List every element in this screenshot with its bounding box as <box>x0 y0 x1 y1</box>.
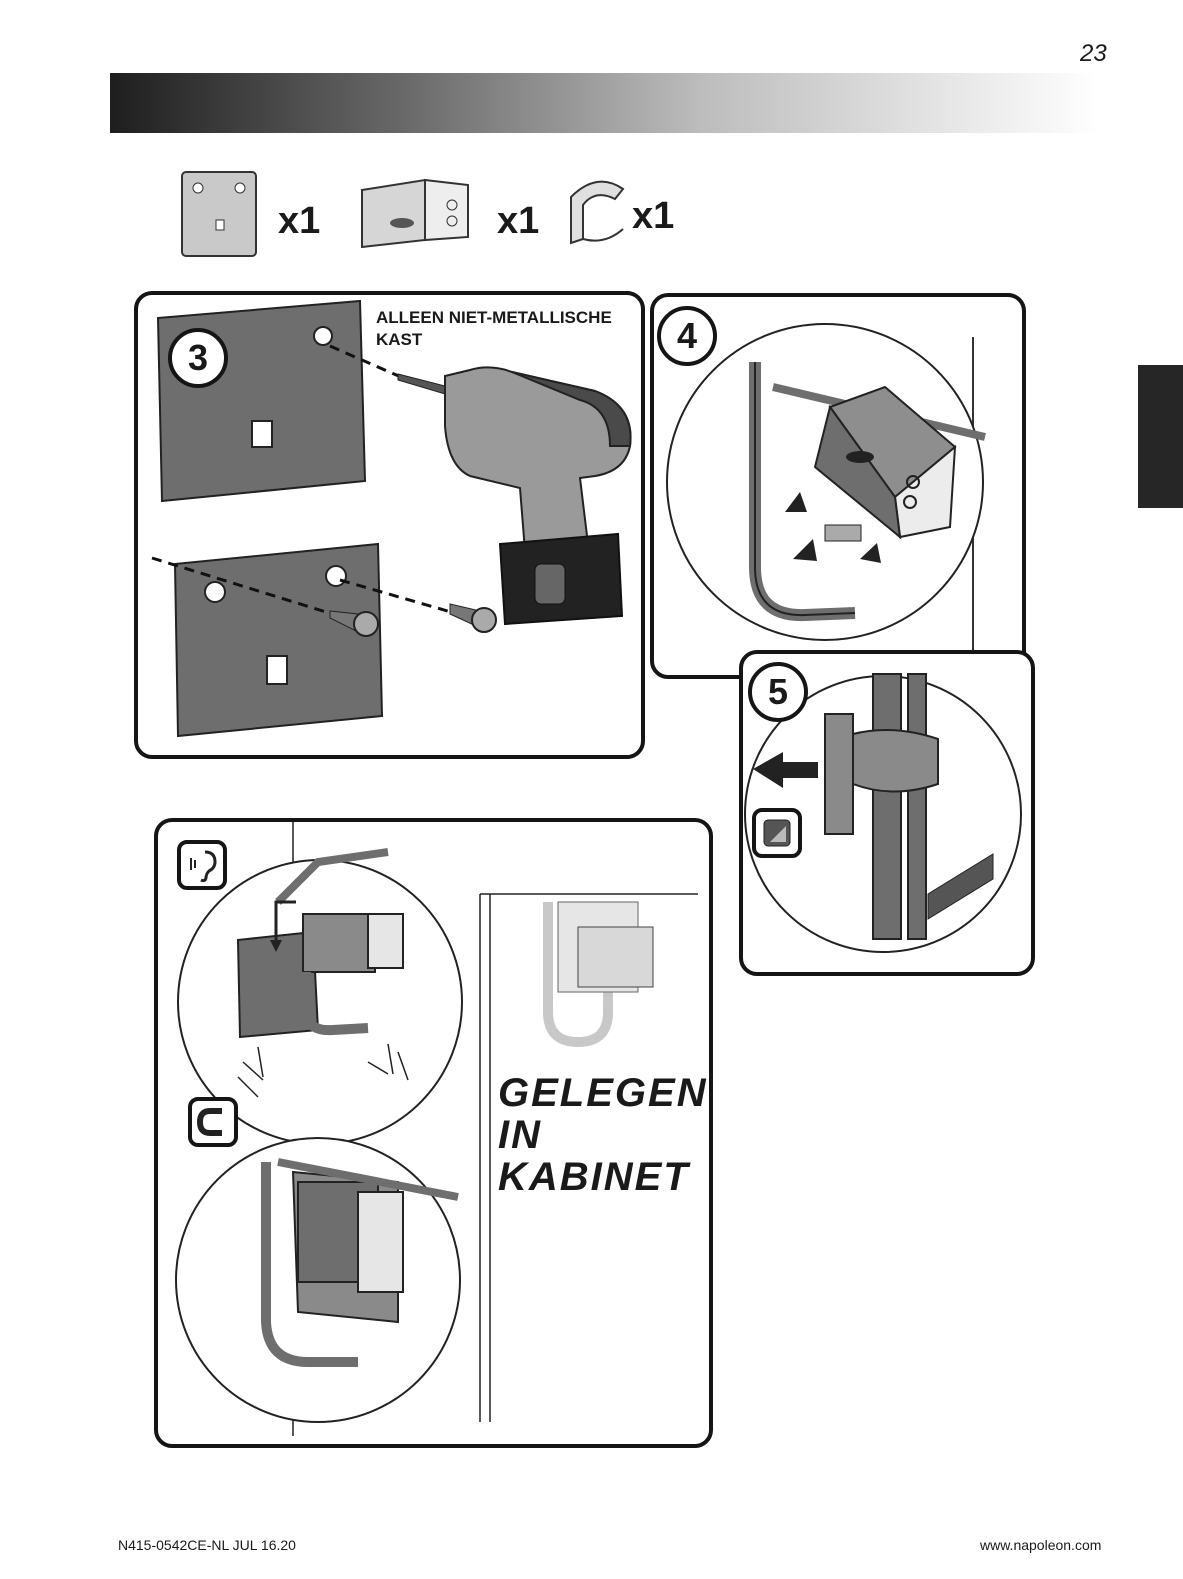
part-control-module-image <box>360 175 470 250</box>
magnet-icon <box>188 1097 238 1147</box>
location-label-line3: KABINET <box>498 1156 708 1198</box>
section-tab <box>1138 365 1183 508</box>
part-wire-clip-image <box>565 177 630 249</box>
step4-badge: 4 <box>657 306 717 366</box>
page-number: 23 <box>1080 40 1107 68</box>
location-label-line2: IN <box>498 1114 708 1156</box>
step3-note: ALLEEN NIET-METALLISCHE KAST <box>376 307 616 351</box>
part-wall-bracket-image <box>180 170 258 258</box>
step3-badge: 3 <box>168 328 228 388</box>
part-control-module-quantity: x1 <box>497 200 539 243</box>
location-label: GELEGEN IN KABINET <box>498 1072 708 1198</box>
ear-sound-icon <box>177 840 227 890</box>
footer-doc-code: N415-0542CE-NL JUL 16.20 <box>118 1537 296 1553</box>
header-gradient-bar <box>110 73 1100 133</box>
footer-website: www.napoleon.com <box>980 1537 1101 1553</box>
step5-badge: 5 <box>748 662 808 722</box>
location-label-line1: GELEGEN <box>498 1072 708 1114</box>
clip-icon <box>752 808 802 858</box>
part-wire-clip-quantity: x1 <box>632 195 674 238</box>
part-wall-bracket-quantity: x1 <box>278 200 320 243</box>
